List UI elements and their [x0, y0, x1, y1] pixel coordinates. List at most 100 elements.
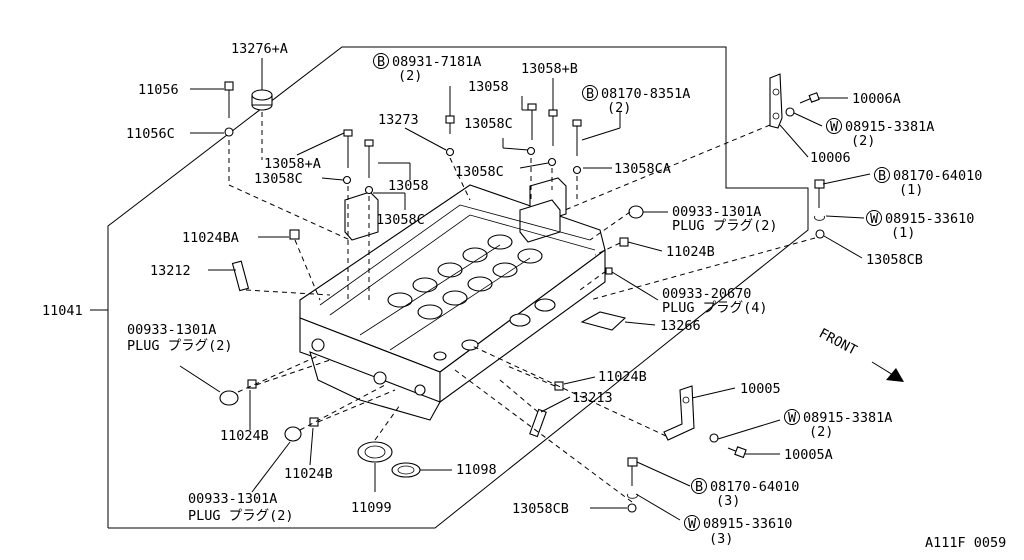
- guide-13212: [231, 260, 250, 292]
- mark-w-3: W: [788, 410, 797, 426]
- front-arrow-icon: [871, 361, 904, 382]
- label-13276a: 13276+A: [231, 41, 288, 57]
- label-13058c-top: 13058C: [464, 116, 513, 132]
- washer-13273: [445, 147, 455, 157]
- label-11024b-mid: 11024B: [598, 369, 647, 385]
- label-13058-mid: 13058: [388, 178, 429, 194]
- bracket-10005: [663, 385, 695, 441]
- label-08170-8351a-qty: (2): [607, 100, 631, 116]
- label-08170-64010-right: 08170-64010: [893, 168, 982, 184]
- label-13058c-low: 13058C: [376, 212, 425, 228]
- leader-lines: [90, 58, 871, 521]
- label-13058cb-bottom: 13058CB: [512, 501, 569, 517]
- mark-b-4: B: [695, 479, 703, 495]
- circle-w-mark: [684, 118, 882, 531]
- label-00933-1301a-left: 00933-1301A: [127, 322, 216, 338]
- alignment-lines: [228, 112, 816, 503]
- label-13266: 13266: [660, 318, 701, 334]
- bolt-13273: [445, 115, 455, 134]
- diagram-code: A111F 0059: [925, 535, 1006, 551]
- label-11099: 11099: [351, 500, 392, 516]
- dowel-11024b-left2: [309, 417, 319, 427]
- pin-11024ba: [289, 229, 300, 240]
- mark-b-1: B: [377, 54, 385, 70]
- washer-08915-33610-bottom: [627, 493, 638, 499]
- label-11024b-right: 11024B: [666, 244, 715, 260]
- seal-11099: [357, 441, 393, 463]
- washer-13058c-low: [364, 185, 374, 195]
- washer-13058cb-bottom: [627, 503, 637, 513]
- plug-00933-1301a-bottom: [284, 426, 302, 442]
- label-00933-1301a-bottom: 00933-1301A: [188, 491, 277, 507]
- label-plug-bottom: PLUG プラグ(2): [188, 508, 294, 524]
- label-08915-3381a-low-qty: (2): [809, 424, 833, 440]
- washer-08915-3381a-top: [785, 107, 795, 117]
- label-13273: 13273: [378, 112, 419, 128]
- dowel-11024b-right: [619, 237, 629, 247]
- washer-08915-33610-right: [814, 215, 825, 221]
- washer-11056c: [224, 127, 234, 137]
- cylinder-head-body: [299, 177, 606, 421]
- mark-w-2: W: [870, 211, 879, 227]
- label-13058cb-right: 13058CB: [866, 252, 923, 268]
- studs-13058: [527, 103, 582, 156]
- washer-13058cb-right: [815, 229, 825, 239]
- bracket-10006: [769, 73, 783, 129]
- label-13058c-left: 13058C: [254, 171, 303, 187]
- group-outline: [107, 46, 809, 529]
- label-08170-64010-right-qty: (1): [899, 182, 923, 198]
- washer-13058ca: [572, 165, 582, 175]
- label-10006: 10006: [810, 150, 851, 166]
- label-08915-3381a-top: 08915-3381A: [845, 119, 934, 135]
- plug-00933-20670: [605, 267, 613, 275]
- bolt-08170-64010-right: [814, 179, 825, 208]
- label-11024b-left: 11024B: [220, 428, 269, 444]
- label-00933-1301a-right: 00933-1301A: [672, 204, 761, 220]
- bolt-11056: [224, 81, 234, 118]
- label-13212: 13212: [150, 263, 191, 279]
- label-08915-33610-right-qty: (1): [891, 225, 915, 241]
- label-08170-64010-bottom: 08170-64010: [710, 479, 799, 495]
- label-plug-left: PLUG プラグ(2): [127, 338, 233, 354]
- label-11098: 11098: [456, 462, 497, 478]
- label-11024ba: 11024BA: [182, 230, 239, 246]
- front-label: FRONT: [816, 325, 859, 358]
- label-13058a: 13058+A: [264, 156, 321, 172]
- plug-00933-1301a-left: [219, 390, 239, 406]
- label-13058: 13058: [468, 79, 509, 95]
- label-08915-3381a-low: 08915-3381A: [803, 410, 892, 426]
- washer-13058c-top: [526, 146, 536, 156]
- studs-13058a: [343, 129, 374, 178]
- label-11024b-left2: 11024B: [284, 466, 333, 482]
- label-08931-qty: (2): [398, 68, 422, 84]
- mark-b-3: B: [878, 168, 886, 184]
- seal-11098: [391, 462, 421, 478]
- cap-13276a: [251, 89, 273, 111]
- bolt-10005a: [727, 446, 747, 459]
- label-08915-3381a-top-qty: (2): [851, 133, 875, 149]
- label-10005: 10005: [740, 381, 781, 397]
- label-08915-33610-bottom-qty: (3): [709, 531, 733, 547]
- plug-00933-1301a-right: [628, 205, 644, 219]
- mark-b-2: B: [586, 86, 594, 102]
- circle-b-mark: [373, 53, 890, 494]
- washer-08915-3381a-low: [709, 433, 719, 443]
- label-13058ca: 13058CA: [614, 161, 671, 177]
- label-13213: 13213: [572, 390, 613, 406]
- label-11056c: 11056C: [126, 126, 175, 142]
- label-13058c-mid: 13058C: [455, 164, 504, 180]
- label-08915-33610-right: 08915-33610: [885, 211, 974, 227]
- label-plug-20670: PLUG プラグ(4): [662, 300, 768, 316]
- label-11056: 11056: [138, 82, 179, 98]
- bolt-08170-64010-bottom: [627, 457, 638, 486]
- mark-w-1: W: [830, 119, 839, 135]
- label-11041: 11041: [42, 303, 83, 319]
- label-08931-7181a: 08931-7181A: [392, 54, 481, 70]
- label-plug-right: PLUG プラグ(2): [672, 218, 778, 234]
- washer-13058c-mid: [547, 157, 557, 167]
- label-00933-20670: 00933-20670: [662, 286, 751, 302]
- part-labels: 11056 11056C 13276+A 08931-7181A (2) 130…: [42, 41, 982, 547]
- label-10006a: 10006A: [852, 91, 901, 107]
- mark-w-4: W: [688, 516, 697, 532]
